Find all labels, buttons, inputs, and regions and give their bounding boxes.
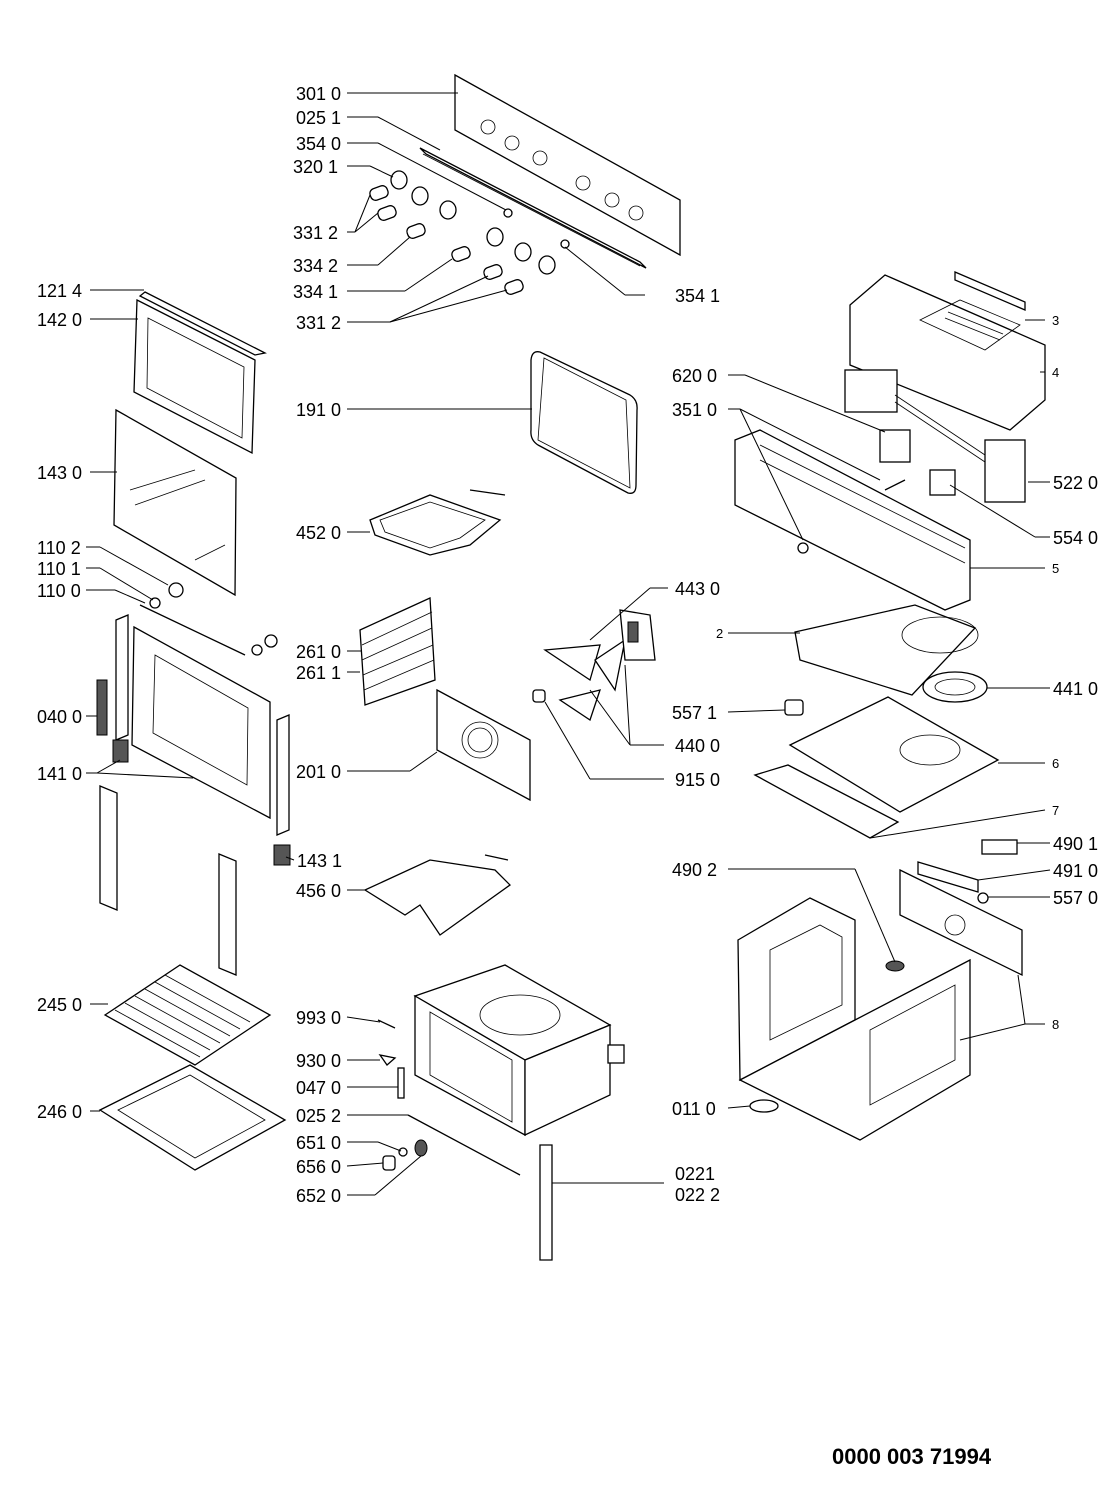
label-201-0: 201 0	[296, 762, 341, 782]
label-025-1: 025 1	[296, 108, 341, 128]
control-panel-part	[454, 73, 681, 257]
label-354-0: 354 0	[296, 134, 341, 154]
label-5: 5	[1052, 561, 1059, 576]
label-320-1: 320 1	[293, 157, 338, 177]
label-522-0: 522 0	[1053, 473, 1098, 493]
screws-and-small-parts	[377, 1019, 553, 1261]
label-245-0: 245 0	[37, 995, 82, 1015]
label-110-1: 110 1	[37, 559, 81, 579]
cooling-fan-part	[922, 671, 988, 703]
document-code: 0000 003 71994	[832, 1444, 992, 1469]
grill-element-part	[369, 489, 506, 556]
label-331-2-lower: 331 2	[296, 313, 341, 333]
panel-frame-strip-part	[419, 147, 647, 269]
door-hinge-small-parts	[139, 582, 278, 656]
label-452-0: 452 0	[296, 523, 341, 543]
label-491-0: 491 0	[1053, 861, 1098, 881]
label-025-2: 025 2	[296, 1106, 341, 1126]
label-3: 3	[1052, 313, 1059, 328]
label-143-1: 143 1	[297, 851, 342, 871]
label-915-0: 915 0	[675, 770, 720, 790]
label-261-0: 261 0	[296, 642, 341, 662]
oven-cavity-part	[413, 964, 625, 1137]
top-cover-part	[849, 271, 1046, 431]
label-354-1: 354 1	[675, 286, 720, 306]
label-022-2: 022 2	[675, 1185, 720, 1205]
control-housing-part	[734, 429, 971, 611]
knob-and-ring-parts	[369, 170, 570, 295]
thermostat-part	[784, 699, 804, 716]
label-142-0: 142 0	[37, 310, 82, 330]
label-557-0: 557 0	[1053, 888, 1098, 908]
label-2: 2	[716, 626, 723, 641]
label-334-2: 334 2	[293, 256, 338, 276]
air-duct-part	[794, 604, 979, 696]
label-7: 7	[1052, 803, 1059, 818]
label-0221: 0221	[675, 1164, 715, 1184]
label-656-0: 656 0	[296, 1157, 341, 1177]
callout-labels: 301 0 025 1 354 0 320 1 331 2 334 2 334 …	[37, 84, 1098, 1206]
label-490-2: 490 2	[672, 860, 717, 880]
label-620-0: 620 0	[672, 366, 717, 386]
label-651-0: 651 0	[296, 1133, 341, 1153]
label-443-0: 443 0	[675, 579, 720, 599]
lower-heater-element-part	[363, 854, 512, 936]
label-8: 8	[1052, 1017, 1059, 1032]
fan-motor-part	[619, 609, 656, 661]
label-141-0: 141 0	[37, 764, 82, 784]
label-557-1: 557 1	[672, 703, 717, 723]
label-930-0: 930 0	[296, 1051, 341, 1071]
label-047-0: 047 0	[296, 1078, 341, 1098]
label-652-0: 652 0	[296, 1186, 341, 1206]
door-glass-part	[113, 408, 237, 597]
label-040-0: 040 0	[37, 707, 82, 727]
label-993-0: 993 0	[296, 1008, 341, 1028]
label-6: 6	[1052, 756, 1059, 771]
label-191-0: 191 0	[296, 400, 341, 420]
baking-tray-part	[98, 1064, 287, 1171]
shelf-supports-part	[359, 597, 436, 706]
label-490-1: 490 1	[1053, 834, 1098, 854]
label-441-0: 441 0	[1053, 679, 1098, 699]
terminal-block-parts	[899, 839, 1023, 977]
label-4: 4	[1052, 365, 1059, 380]
door-strips-part	[99, 785, 237, 976]
fan-blade-part	[532, 638, 626, 722]
label-143-0: 143 0	[37, 463, 82, 483]
label-110-0: 110 0	[37, 581, 81, 601]
label-121-4: 121 4	[37, 281, 82, 301]
label-351-0: 351 0	[672, 400, 717, 420]
door-frame-part	[133, 291, 267, 455]
label-246-0: 246 0	[37, 1102, 82, 1122]
leader-lines	[86, 92, 1051, 1196]
label-110-2: 110 2	[37, 538, 81, 558]
label-261-1: 261 1	[296, 663, 341, 683]
oven-housing-part	[737, 897, 971, 1141]
door-seal-part	[530, 351, 638, 494]
label-334-1: 334 1	[293, 282, 338, 302]
wire-shelf-part	[103, 964, 272, 1066]
label-554-0: 554 0	[1053, 528, 1098, 548]
door-inner-panel-part	[96, 614, 291, 866]
label-331-2-upper: 331 2	[293, 223, 338, 243]
divider-plates-part	[753, 696, 1000, 839]
fan-cover-part	[436, 688, 531, 802]
label-456-0: 456 0	[296, 881, 341, 901]
label-440-0: 440 0	[675, 736, 720, 756]
label-301-0: 301 0	[296, 84, 341, 104]
timer-switch-parts	[844, 369, 1026, 503]
label-011-0: 011 0	[672, 1099, 716, 1119]
